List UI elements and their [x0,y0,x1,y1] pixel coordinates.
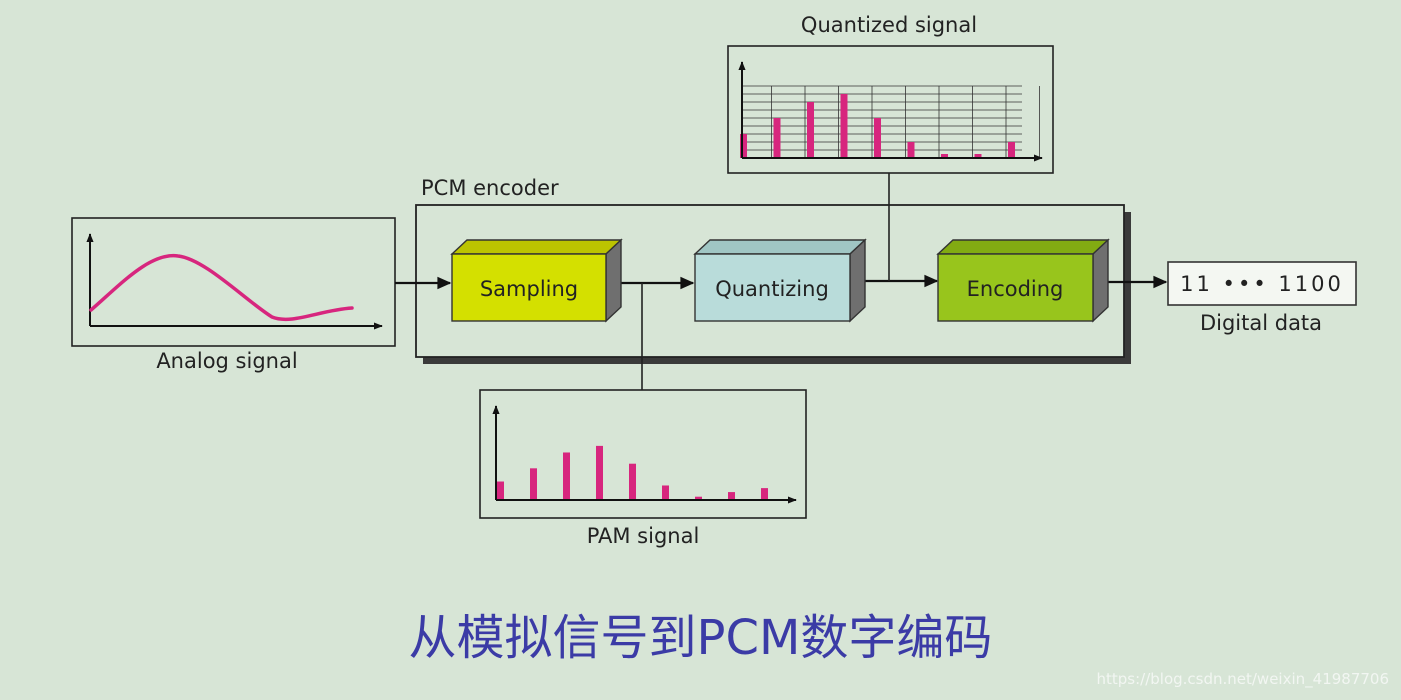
analog-signal-label: Analog signal [156,349,297,373]
quantized-sample-bar [974,154,982,158]
quantized-sample-bar [840,94,848,158]
pam-sample-bar [563,452,570,500]
pam-signal-label: PAM signal [587,524,700,548]
encoding-block: Encoding [936,238,1110,323]
pam-bars [497,445,768,500]
pcm-encoder-title: PCM encoder [421,176,559,200]
pam-signal-panel [479,389,807,519]
quantized-grid [742,85,1040,158]
pam-sample-bar [530,468,537,500]
quantized-signal-panel [727,45,1054,174]
pam-sample-bar [497,481,504,500]
pcm-diagram: Quantized signal PCM encoder Analog sign… [71,13,1357,548]
caption: 从模拟信号到PCM数字编码 [408,610,993,666]
quantized-sample-bar [874,118,881,158]
quantized-sample-bar [773,118,781,158]
analog-waveform [89,254,354,322]
pam-sample-bar [695,496,702,500]
quantized-sample-bar [907,142,915,158]
encoding-label: Encoding [967,277,1064,301]
watermark: https://blog.csdn.net/weixin_41987706 [1096,670,1389,688]
quantized-sample-bar [740,134,747,158]
pam-sample-bar [629,463,636,500]
quantized-bars [740,94,1015,158]
sampling-label: Sampling [480,277,578,301]
pam-sample-bar [761,488,768,500]
quantized-sample-bar [941,154,948,158]
quantizing-label: Quantizing [715,277,829,301]
digital-data-box [1167,261,1357,306]
pam-sample-bar [662,485,669,500]
sampling-block: Sampling [450,238,623,323]
quantizing-block: Quantizing [693,238,867,323]
digital-data-label: Digital data [1200,311,1322,335]
digital-data-value: 11 ••• 1100 [1180,272,1344,296]
pam-sample-bar [596,445,603,500]
quantized-signal-title: Quantized signal [801,13,977,37]
pam-sample-bar [728,492,735,500]
quantized-sample-bar [1008,142,1015,158]
quantized-sample-bar [807,102,814,158]
